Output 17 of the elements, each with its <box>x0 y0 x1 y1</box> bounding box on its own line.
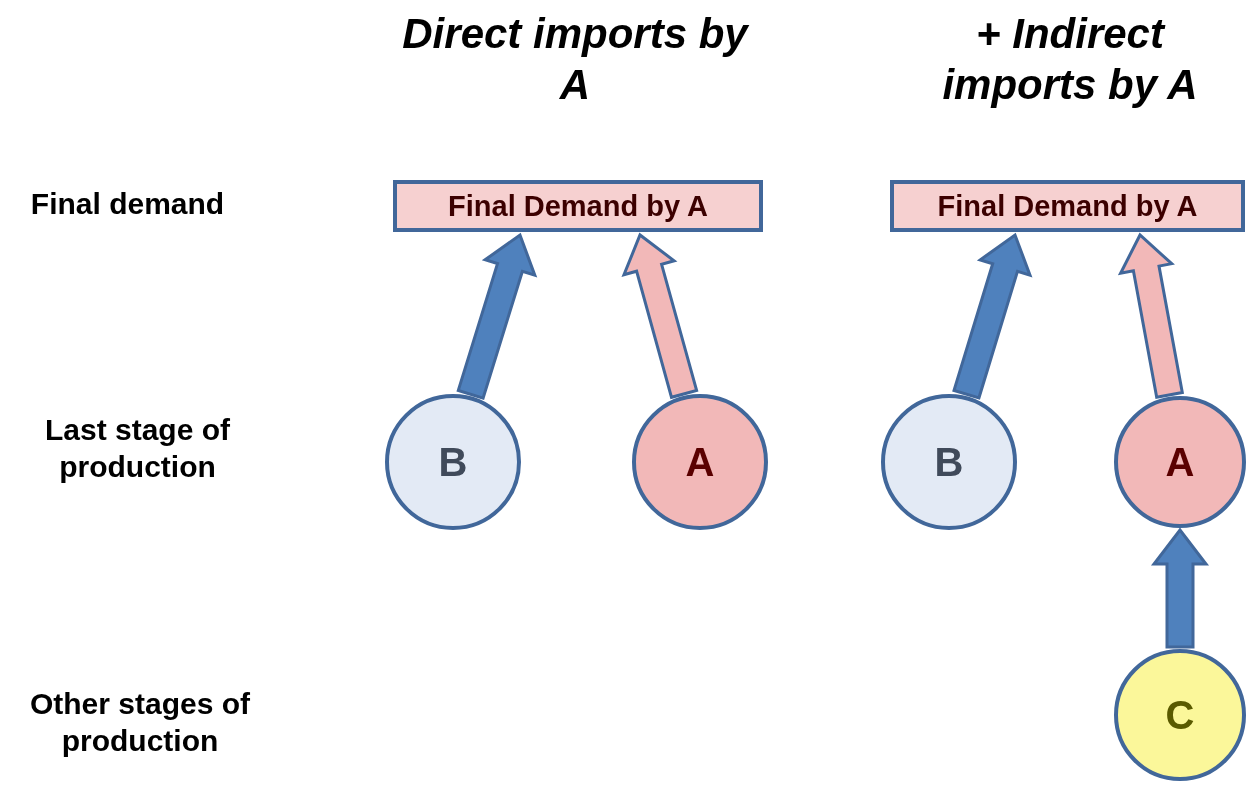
block-arrow <box>456 232 538 400</box>
row-label: Final demand <box>29 186 226 222</box>
country-circle: C <box>1114 649 1246 781</box>
column-heading: Direct imports by A <box>401 9 750 111</box>
block-arrow <box>1117 232 1185 399</box>
demand-box: Final Demand by A <box>890 180 1245 232</box>
block-arrow <box>1150 527 1210 649</box>
country-circle: B <box>385 394 521 530</box>
country-circle: B <box>881 394 1017 530</box>
block-arrow <box>621 232 699 400</box>
column-heading: + Indirect imports by A <box>941 9 1199 111</box>
country-circle: A <box>1114 396 1246 528</box>
row-label: Other stages of production <box>28 686 252 759</box>
country-circle: A <box>632 394 768 530</box>
demand-box: Final Demand by A <box>393 180 763 232</box>
block-arrow <box>952 232 1033 400</box>
row-label: Last stage of production <box>43 412 231 485</box>
